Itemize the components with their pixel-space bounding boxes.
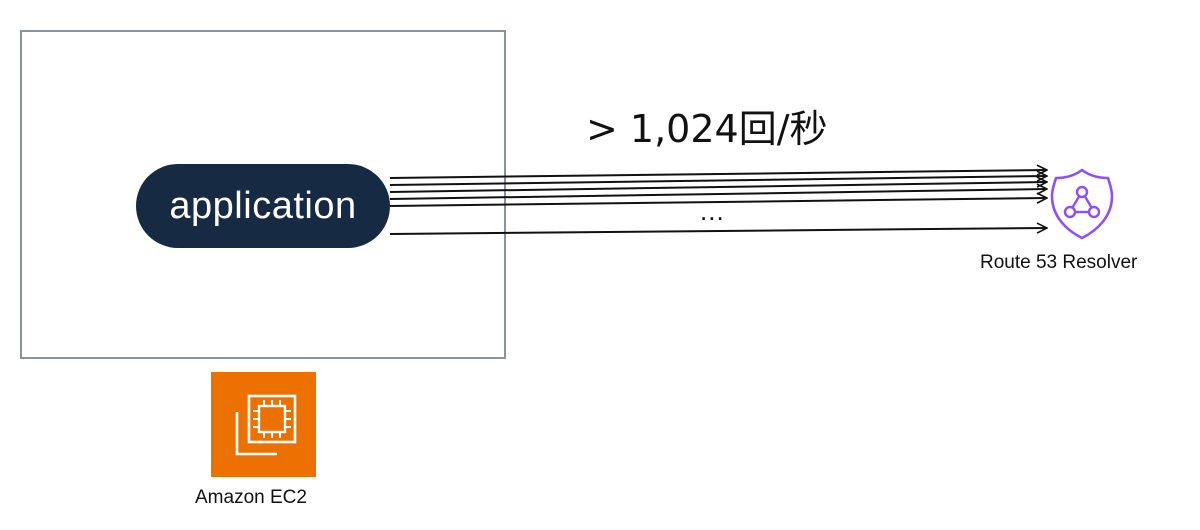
- ec2-chip-icon: [211, 372, 316, 477]
- request-arrow: [389, 228, 1046, 235]
- request-arrow: [389, 176, 1046, 186]
- request-arrow: [389, 182, 1046, 193]
- request-arrow: [389, 189, 1046, 200]
- ec2-label: Amazon EC2: [195, 487, 307, 508]
- application-node: application: [136, 164, 390, 248]
- route53-resolver-label: Route 53 Resolver: [980, 252, 1138, 273]
- ec2-instance-box: [20, 30, 506, 359]
- route53-resolver-icon: [1050, 168, 1114, 240]
- more-arrows-ellipsis: ...: [700, 196, 725, 226]
- request-rate-label: > 1,024回/秒: [586, 107, 828, 151]
- request-arrow: [389, 170, 1046, 179]
- request-arrow: [389, 198, 1046, 207]
